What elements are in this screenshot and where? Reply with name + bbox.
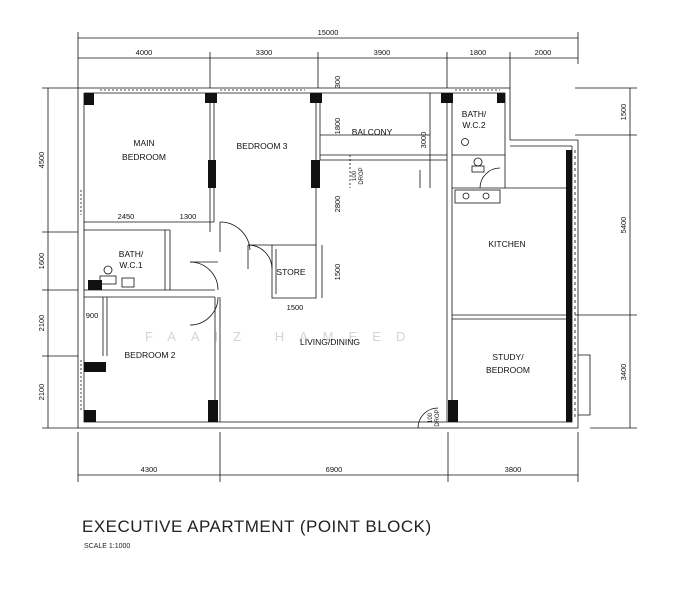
dim-left-4: 2100 <box>37 384 46 401</box>
room-bath2-line2: W.C.2 <box>462 120 485 130</box>
drop-label-entry-2: DROP <box>435 409 441 426</box>
dim-top-1: 4000 <box>136 48 153 57</box>
drop-label-balcony-2: DROP <box>359 167 365 184</box>
dim-left-1: 4500 <box>37 152 46 169</box>
dim-top-2: 3300 <box>256 48 273 57</box>
dim-bottom-1: 4300 <box>141 465 158 474</box>
dim-left-3: 2100 <box>37 315 46 332</box>
room-store: STORE <box>276 267 305 277</box>
drop-label-balcony-1: 100 <box>352 170 358 181</box>
dim-inner-1500-vertical: 1500 <box>333 264 342 281</box>
dim-top-4: 1800 <box>470 48 487 57</box>
room-kitchen: KITCHEN <box>488 239 525 249</box>
watermark: FAAIZ HAMEED <box>145 329 420 344</box>
drop-label-entry-1: 100 <box>428 412 434 423</box>
dim-inner-1800: 1800 <box>333 118 342 135</box>
room-bedroom-2: BEDROOM 2 <box>124 350 175 360</box>
room-balcony: BALCONY <box>352 127 393 137</box>
dim-bottom-2: 6900 <box>326 465 343 474</box>
dim-inner-300: 300 <box>333 76 342 89</box>
room-bedroom-3: BEDROOM 3 <box>236 141 287 151</box>
plan-title: EXECUTIVE APARTMENT (POINT BLOCK) <box>82 517 432 536</box>
dim-top-5: 2000 <box>535 48 552 57</box>
room-main-bedroom-line1: MAIN <box>133 138 154 148</box>
room-bath1-line1: BATH/ <box>119 249 144 259</box>
dim-inner-3000: 3000 <box>419 132 428 149</box>
room-study-line2: BEDROOM <box>486 365 530 375</box>
dim-bottom-3: 3800 <box>505 465 522 474</box>
dim-inner-2450: 2450 <box>118 212 135 221</box>
dim-inner-1500: 1500 <box>287 303 304 312</box>
dim-left-2: 1600 <box>37 253 46 270</box>
room-study-line1: STUDY/ <box>492 352 524 362</box>
room-main-bedroom-line2: BEDROOM <box>122 152 166 162</box>
dim-right-1: 1500 <box>619 104 628 121</box>
dim-inner-1300: 1300 <box>180 212 197 221</box>
dim-right-3: 3400 <box>619 364 628 381</box>
dim-inner-2800: 2800 <box>333 196 342 213</box>
plan-scale: SCALE 1:1000 <box>84 543 131 550</box>
dim-right-2: 5400 <box>619 217 628 234</box>
dim-top-3: 3900 <box>374 48 391 57</box>
room-bath2-line1: BATH/ <box>462 109 487 119</box>
room-bath1-line2: W.C.1 <box>119 260 142 270</box>
dim-inner-900: 900 <box>86 311 99 320</box>
room-living-dining: LIVING/DINING <box>300 337 360 347</box>
dim-total-width: 15000 <box>318 28 339 37</box>
